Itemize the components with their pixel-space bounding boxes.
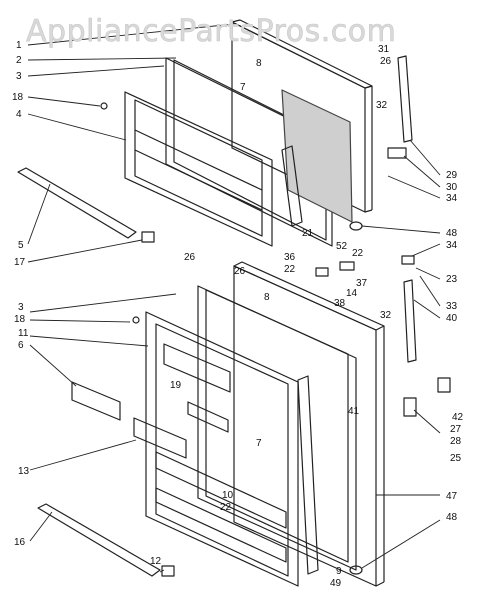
callout-21: 21 xyxy=(302,228,314,239)
callout-8-upper: 8 xyxy=(256,58,262,69)
callout-9: 9 xyxy=(336,566,342,577)
callout-33: 33 xyxy=(446,301,458,312)
callout-41: 41 xyxy=(348,406,360,417)
callout-7-lower: 7 xyxy=(256,438,262,449)
hinge-block xyxy=(437,377,451,393)
callout-22-mid: 22 xyxy=(284,264,296,275)
callout-30: 30 xyxy=(446,182,458,193)
leader-lines xyxy=(27,23,441,573)
callout-31: 31 xyxy=(378,44,390,55)
hinge-bar-upper xyxy=(397,55,413,143)
callout-40: 40 xyxy=(446,313,458,324)
callout-10: 10 xyxy=(222,490,234,501)
freezer-gasket xyxy=(165,57,333,247)
callout-18-upper: 18 xyxy=(12,92,24,103)
callout-1: 1 xyxy=(16,40,22,51)
callout-12: 12 xyxy=(150,556,162,567)
callout-48-lower: 48 xyxy=(446,512,458,523)
callout-7-upper: 7 xyxy=(240,82,246,93)
callout-8-lower: 8 xyxy=(264,292,270,303)
trim-strip-lower xyxy=(37,503,161,577)
callout-27: 27 xyxy=(450,424,462,435)
grommet-48-lower xyxy=(349,565,363,575)
callout-32-lower: 32 xyxy=(380,310,392,321)
cam-17 xyxy=(141,231,155,243)
callout-48-upper: 48 xyxy=(446,228,458,239)
part-34-bracket xyxy=(401,255,415,265)
callout-32-upper: 32 xyxy=(376,100,388,111)
part-14 xyxy=(315,267,329,277)
callout-18-lower: 18 xyxy=(14,314,26,325)
callout-16: 16 xyxy=(14,537,26,548)
callout-3-upper: 3 xyxy=(16,71,22,82)
callout-14: 14 xyxy=(346,288,358,299)
callout-6: 6 xyxy=(18,340,24,351)
door-bin-6 xyxy=(71,381,121,421)
dairy-compartment xyxy=(163,343,231,393)
callout-22-upper: 22 xyxy=(352,248,364,259)
grommet-48-upper xyxy=(349,221,363,231)
callout-52: 52 xyxy=(336,241,348,252)
upper-handle xyxy=(281,145,303,227)
cam-12 xyxy=(161,565,175,577)
callout-11: 11 xyxy=(18,328,29,339)
part-37 xyxy=(339,261,355,271)
screw-18-lower xyxy=(132,316,140,324)
callout-13: 13 xyxy=(18,466,30,477)
callout-23: 23 xyxy=(446,274,458,285)
hinge-plate xyxy=(403,397,417,417)
callout-36: 36 xyxy=(284,252,296,263)
fresh-food-door-outer-panel xyxy=(233,265,377,587)
callout-5: 5 xyxy=(18,240,24,251)
lower-handle xyxy=(297,375,319,575)
callout-4: 4 xyxy=(16,109,22,120)
callout-47: 47 xyxy=(446,491,458,502)
callout-34-upper: 34 xyxy=(446,193,458,204)
callout-28: 28 xyxy=(450,436,462,447)
callout-22-lower: 22 xyxy=(220,502,232,513)
screw-18-upper xyxy=(100,102,108,110)
callout-49: 49 xyxy=(330,578,342,589)
hinge-bracket xyxy=(387,147,407,159)
freezer-insulation xyxy=(281,89,353,223)
watermark: AppliancePartsPros.com xyxy=(26,14,397,50)
callout-37: 37 xyxy=(356,278,368,289)
fresh-food-gasket xyxy=(197,285,357,571)
callout-26-mid: 26 xyxy=(184,252,196,263)
callout-29: 29 xyxy=(446,170,458,181)
callout-42: 42 xyxy=(452,412,464,423)
callout-26-upper: 26 xyxy=(380,56,392,67)
trim-strip-upper xyxy=(17,167,137,239)
callout-26-lower: 26 xyxy=(234,266,246,277)
fresh-food-door-liner xyxy=(145,311,299,587)
hinge-rod-lower xyxy=(403,279,417,363)
callout-labels: 1 2 3 18 4 5 17 26 8 7 31 26 32 29 30 34… xyxy=(12,40,464,589)
callout-38: 38 xyxy=(334,298,346,309)
callout-3-lower: 3 xyxy=(18,302,24,313)
freezer-door-liner xyxy=(124,91,273,247)
callout-17: 17 xyxy=(14,257,26,268)
callout-19: 19 xyxy=(170,380,182,391)
callout-25: 25 xyxy=(450,453,462,464)
door-bin-13 xyxy=(133,417,187,459)
callout-34-lower: 34 xyxy=(446,240,458,251)
callout-2: 2 xyxy=(16,55,22,66)
